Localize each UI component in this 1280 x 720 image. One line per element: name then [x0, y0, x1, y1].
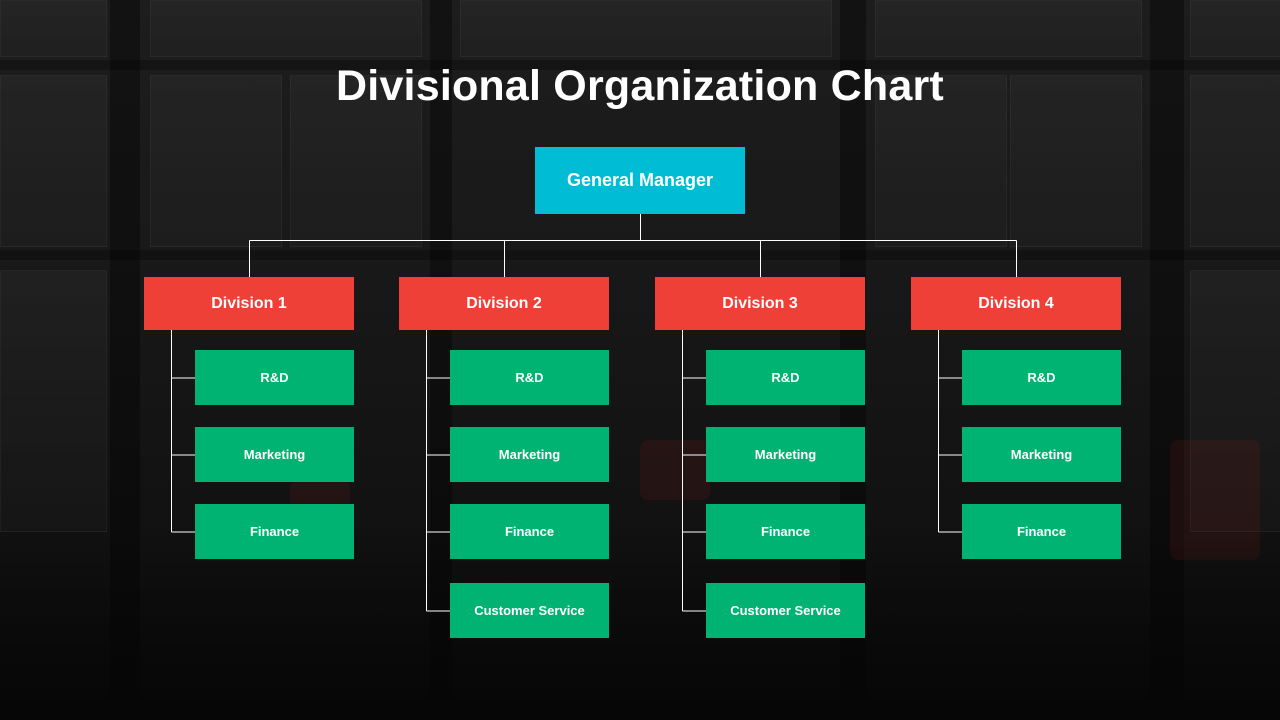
- division-box: Division 1: [144, 277, 354, 330]
- department-box: Customer Service: [706, 583, 865, 638]
- department-box: Marketing: [450, 427, 609, 482]
- department-box: Marketing: [706, 427, 865, 482]
- department-box: Marketing: [195, 427, 354, 482]
- general-manager-box: General Manager: [535, 147, 745, 214]
- department-box: R&D: [706, 350, 865, 405]
- division-box: Division 3: [655, 277, 865, 330]
- department-box: Marketing: [962, 427, 1121, 482]
- department-box: Finance: [962, 504, 1121, 559]
- department-box: Finance: [450, 504, 609, 559]
- department-box: Customer Service: [450, 583, 609, 638]
- department-box: R&D: [450, 350, 609, 405]
- department-box: Finance: [195, 504, 354, 559]
- department-box: R&D: [962, 350, 1121, 405]
- division-box: Division 4: [911, 277, 1121, 330]
- department-box: R&D: [195, 350, 354, 405]
- department-box: Finance: [706, 504, 865, 559]
- division-box: Division 2: [399, 277, 609, 330]
